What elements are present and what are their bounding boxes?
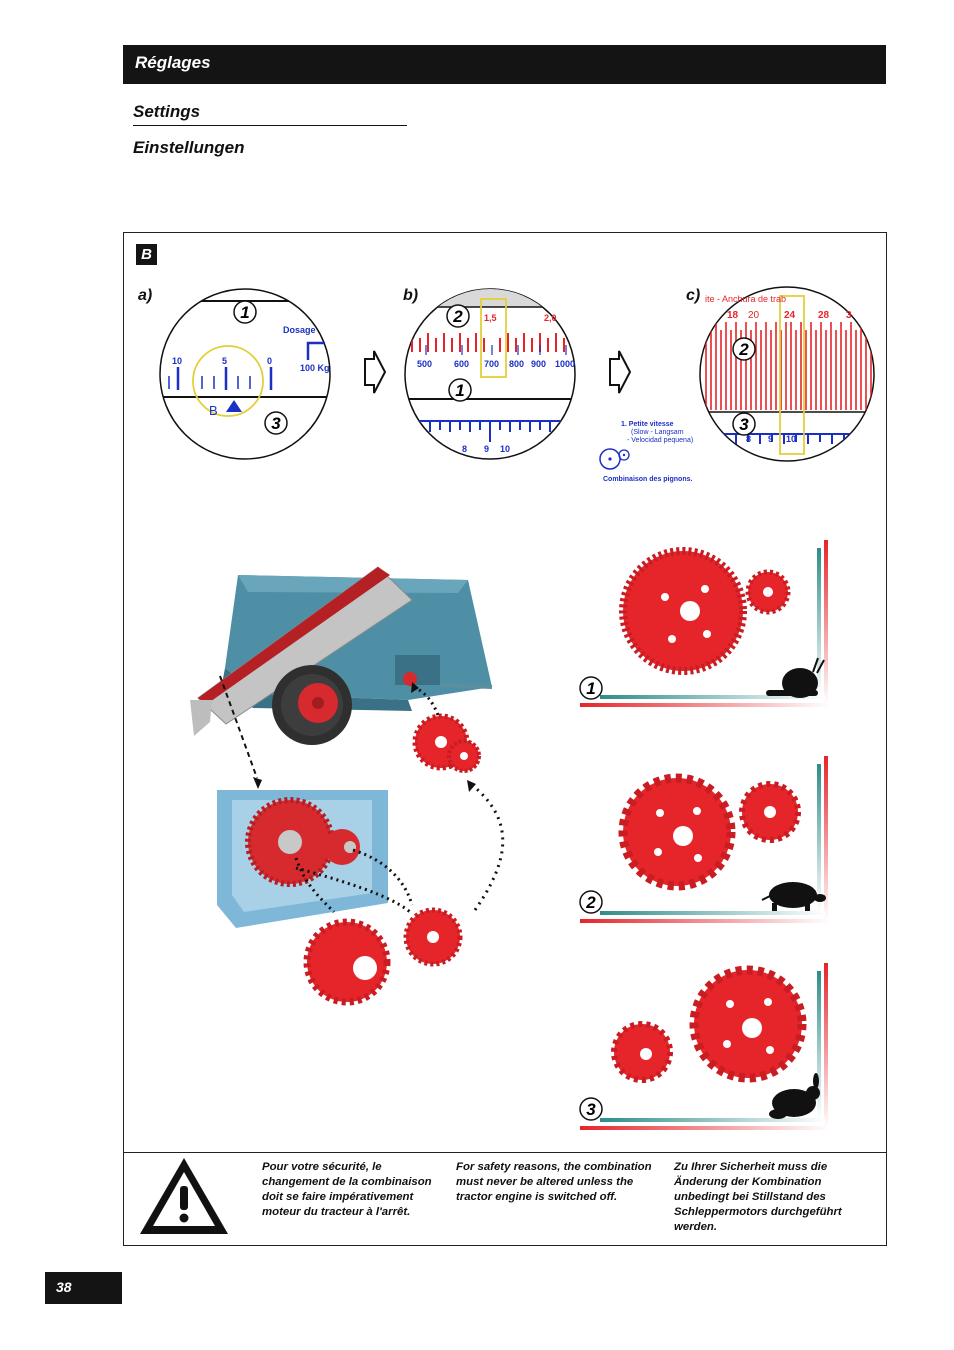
dial-b-scale-900: 900 (531, 359, 546, 369)
gear-set-3: 3 (579, 963, 830, 1130)
callout-c-3: 3 (732, 412, 756, 436)
dial-b-scale-500: 500 (417, 359, 432, 369)
dial-c-bottom-10: 10 (786, 434, 796, 444)
callout-a-1: 1 (233, 300, 257, 324)
panel-c-label: c) (686, 287, 701, 304)
section-label: B (136, 244, 157, 265)
dial-b: 1,5 2,0 500 600 700 800 900 1000 8 9 10 … (404, 288, 576, 460)
safety-note-fr: Pour votre sécurité, le changement de la… (262, 1161, 432, 1218)
dial-a-dosage: Dosage (283, 325, 316, 335)
next-arrow-icon (609, 350, 632, 394)
panel-a-label: a) (138, 287, 153, 304)
svg-text:3: 3 (739, 415, 749, 434)
dial-b-scale-600: 600 (454, 359, 469, 369)
dial-a-kg: 100 Kg (300, 363, 330, 373)
gear-set-3-badge: 3 (579, 1097, 603, 1121)
dial-c-top-text: ite - Anchura de trab (705, 294, 786, 304)
gear-set-2-badge: 2 (579, 890, 603, 914)
turtle-icon (761, 882, 826, 911)
dial-b-bottom-10: 10 (500, 444, 510, 454)
page-number-box: 38 (45, 1272, 122, 1304)
dial-c-top-24: 24 (784, 310, 796, 321)
gearbox-illustration (217, 790, 388, 928)
callout-a-3: 3 (264, 411, 288, 435)
dial-a-marker-b: B (209, 403, 218, 418)
gear-set-2: 2 (579, 756, 830, 923)
svg-text:3: 3 (586, 1100, 596, 1119)
safety-note-en: For safety reasons, the combination must… (456, 1161, 652, 1203)
snail-icon (766, 657, 825, 698)
dial-c-top-3: 3 (846, 310, 852, 321)
flow-arrows (219, 675, 505, 914)
dial-c-bottom-9: 9 (768, 434, 773, 444)
dial-a: 10 5 0 Dosage 100 Kg B 1 3 (159, 288, 331, 460)
gear-pair-near-gearbox (303, 907, 463, 1006)
svg-text:1: 1 (240, 303, 249, 322)
subtitle-english: Settings (133, 102, 201, 121)
safety-divider (123, 1152, 887, 1153)
dial-c-top-28: 28 (818, 310, 830, 321)
page-number: 38 (56, 1279, 72, 1295)
callout-c-2: 2 (732, 337, 756, 361)
dial-b-scale-1000: 1000 (555, 359, 575, 369)
speed-note: 1. Petite vitesse (Slow - Langsam - Velo… (599, 421, 693, 483)
figure-frame (123, 232, 887, 1246)
dial-a-tick-5: 5 (222, 356, 227, 366)
page-header-title: Réglages (135, 53, 211, 72)
dial-c-top-20: 20 (748, 310, 760, 321)
svg-text:1: 1 (455, 381, 464, 400)
next-arrow-icon (364, 350, 387, 394)
rabbit-icon (769, 1073, 820, 1119)
dial-c: ite - Anchura de trab 18 20 24 28 3 8 9 … (699, 286, 875, 462)
spreader-machine-illustration (190, 566, 493, 745)
gear-set-1: 1 (579, 540, 830, 707)
svg-text:3: 3 (271, 414, 281, 433)
dial-b-bottom-9: 9 (484, 444, 489, 454)
svg-text:2: 2 (585, 893, 596, 912)
dial-c-bottom-8: 8 (746, 434, 751, 444)
dial-a-tick-0: 0 (267, 356, 272, 366)
dial-b-top-2-0: 2,0 (544, 313, 557, 323)
dial-b-scale-700: 700 (484, 359, 499, 369)
subtitle-divider (133, 125, 407, 126)
dial-c-top-18: 18 (727, 310, 739, 321)
speed-note-line1: (Slow - Langsam (631, 429, 684, 436)
safety-note-de: Zu Ihrer Sicherheit muss die Änderung de… (674, 1161, 842, 1233)
panel-b-label: b) (403, 287, 419, 304)
dial-b-bottom-8: 8 (462, 444, 467, 454)
svg-text:2: 2 (452, 307, 463, 326)
callout-b-2: 2 (446, 304, 470, 328)
speed-note-title: 1. Petite vitesse (621, 421, 674, 428)
dial-a-tick-10: 10 (172, 356, 182, 366)
svg-text:2: 2 (738, 340, 749, 359)
gear-pair-icon (599, 448, 630, 470)
gear-set-1-badge: 1 (579, 676, 603, 700)
speed-note-line2: - Velocidad pequena) (627, 437, 693, 444)
callout-b-1: 1 (448, 378, 472, 402)
gear-pair-near-machine (412, 713, 481, 773)
warning-icon (140, 1158, 228, 1234)
page-header-bar: Réglages (123, 45, 886, 84)
dial-b-top-1-5: 1,5 (484, 313, 497, 323)
dial-b-scale-800: 800 (509, 359, 524, 369)
subtitle-german: Einstellungen (133, 138, 245, 157)
svg-text:1: 1 (586, 679, 595, 698)
speed-note-combo: Combinaison des pignons. (603, 476, 693, 483)
